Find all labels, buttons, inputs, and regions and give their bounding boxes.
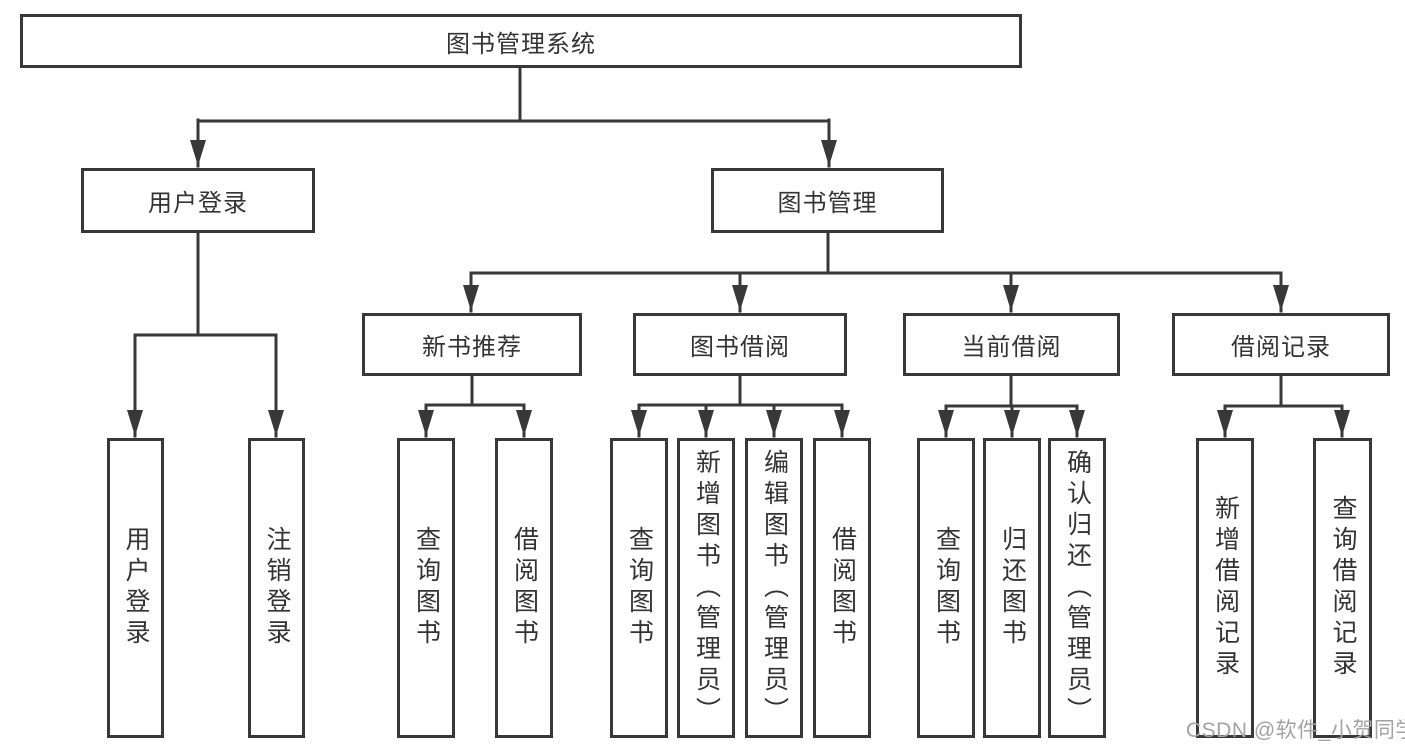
leaf-current-confirm-admin: 确认归还（管理员）: [1048, 438, 1106, 738]
leaf-records-query: 查询借阅记录: [1313, 438, 1372, 738]
leaf-borrow-edit-admin: 编辑图书（管理员）: [745, 438, 803, 738]
leaf-logout: 注销登录: [248, 438, 305, 738]
leaf-current-return: 归还图书: [983, 438, 1041, 738]
leaf-current-query: 查询图书: [917, 438, 975, 738]
leaf-borrow-add-admin: 新增图书（管理员）: [677, 438, 735, 738]
leaf-records-add: 新增借阅记录: [1196, 438, 1254, 738]
leaf-new-books-query: 查询图书: [397, 438, 455, 738]
node-current-borrow: 当前借阅: [903, 313, 1120, 376]
leaf-new-books-borrow: 借阅图书: [495, 438, 553, 738]
node-root-system: 图书管理系统: [20, 14, 1022, 68]
node-book-management: 图书管理: [711, 168, 944, 233]
csdn-watermark: CSDN @软件_小贺同学: [1186, 719, 1405, 742]
leaf-borrow-query: 查询图书: [610, 438, 668, 738]
node-book-borrow: 图书借阅: [633, 313, 847, 376]
node-user-login: 用户登录: [81, 168, 315, 233]
node-new-book-recommend: 新书推荐: [362, 313, 582, 376]
node-borrow-records: 借阅记录: [1172, 313, 1390, 376]
leaf-borrow-borrow: 借阅图书: [813, 438, 871, 738]
leaf-user-login: 用户登录: [107, 438, 164, 738]
